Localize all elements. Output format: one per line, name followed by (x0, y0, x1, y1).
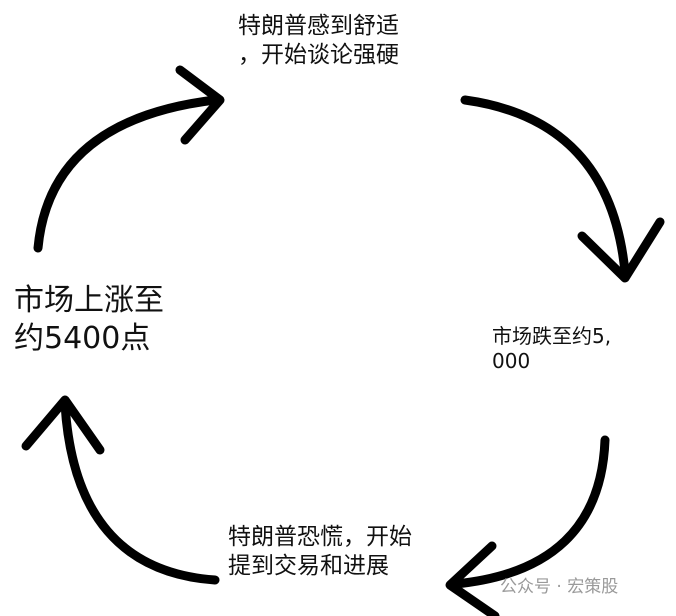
step-trump-panics: 特朗普恐慌，开始 提到交易和进展 (228, 523, 412, 581)
step-text-line: 000 (492, 349, 531, 373)
step-text-line: 市场跌至约5, (492, 324, 612, 348)
arrow-top-to-right (460, 95, 665, 283)
step-trump-comfortable: 特朗普感到舒适 ，开始谈论强硬 (238, 12, 399, 70)
step-text-line: 特朗普恐慌，开始 (228, 524, 412, 550)
step-text-line: 市场上涨至 (14, 283, 164, 318)
step-text-line: 特朗普感到舒适 (238, 13, 399, 39)
arrow-left-to-top (33, 65, 225, 253)
arrow-bottom-to-left (21, 395, 220, 585)
arrow-right-to-bottom (445, 435, 610, 616)
step-text-line: ，开始谈论强硬 (238, 41, 399, 68)
step-text-line: 提到交易和进展 (228, 552, 389, 579)
step-text-line: 约5400点 (14, 320, 151, 356)
watermark: 公众号 · 宏策股 (500, 577, 619, 597)
step-market-falls: 市场跌至约5, 000 (492, 324, 611, 374)
step-market-rises: 市场上涨至 约5400点 (14, 282, 164, 357)
